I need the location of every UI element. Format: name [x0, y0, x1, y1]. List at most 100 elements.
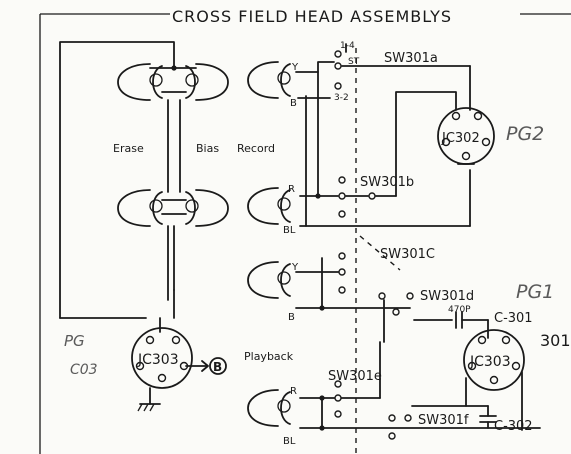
- switch-contact: [378, 292, 386, 300]
- erase-pole-bottom: [149, 199, 163, 213]
- jc302-pin: [451, 111, 461, 121]
- wire-to-jc302: [395, 91, 457, 197]
- switch-contact: [338, 286, 346, 294]
- jc303-left-label: JC303: [137, 352, 179, 368]
- switch-contact: [368, 192, 376, 200]
- switch-contact: [338, 252, 346, 260]
- junction: [319, 395, 325, 401]
- jc303-left-pin: [157, 373, 167, 383]
- record-head-top: [247, 61, 291, 225]
- switch-contact: [334, 82, 342, 90]
- jc303-left-pin: [171, 335, 181, 345]
- switch-contact: [388, 432, 396, 440]
- switch-contact: [388, 414, 396, 422]
- wire-bl-top: BL: [283, 225, 296, 236]
- pos-st: ST: [348, 57, 360, 67]
- ground-hatch: [143, 403, 149, 412]
- junction: [319, 425, 325, 431]
- switch-contact: [392, 308, 400, 316]
- jc303-right-pin: [477, 335, 487, 345]
- wire-y-top: Y: [291, 62, 299, 73]
- code-left-label: C03: [70, 362, 98, 378]
- pg2-label: PG2: [506, 123, 544, 145]
- sw301e-switch: [334, 341, 381, 418]
- wire-bl-bottom: BL: [283, 436, 296, 447]
- playback-head: [247, 261, 291, 427]
- junction: [319, 305, 325, 311]
- switch-contact: [334, 380, 342, 388]
- record-pole-bottom: [277, 197, 291, 211]
- sw301f-switch: [388, 405, 489, 440]
- ground-hatch: [137, 403, 143, 412]
- erase-bias-heads: [117, 63, 229, 291]
- jc303-right-connector: [463, 329, 525, 391]
- pg1-label: PG1: [516, 281, 554, 303]
- sw301b-switch: [338, 176, 397, 218]
- playback-label: Playback: [244, 350, 294, 363]
- jc303-right-body: [463, 329, 525, 391]
- pos-1-4: 1-4: [340, 41, 355, 51]
- jc302-connector: [437, 107, 495, 165]
- erase-coil-top-left: [117, 63, 151, 101]
- jc303-right-pin: [511, 361, 521, 371]
- jc302-pin: [441, 137, 451, 147]
- jc303-right-pin: [501, 335, 511, 345]
- c301-label: C-301: [494, 311, 533, 326]
- bias-pole-bottom: [185, 199, 199, 213]
- switch-contact: [338, 176, 346, 184]
- wire-r-top: R: [288, 184, 295, 195]
- sw301d-switch: [378, 292, 453, 343]
- jc303-left-connector: [131, 327, 193, 389]
- jc303-right-pin: [467, 361, 477, 371]
- switch-contact: [404, 414, 412, 422]
- playback-core-bottom: [280, 391, 291, 425]
- erase-core-bottom: [152, 191, 163, 225]
- switch-contact: [334, 394, 342, 402]
- diagram-title: CROSS FIELD HEAD ASSEMBLYS: [172, 7, 452, 26]
- sw301a-label: SW301a: [384, 51, 438, 66]
- terminal-b-label: B: [213, 360, 222, 374]
- switch-contact: [334, 410, 342, 418]
- playback-pole-bottom: [277, 399, 291, 413]
- junction: [315, 193, 321, 199]
- jc303-right-label: JC303: [469, 354, 511, 370]
- ground-hatch: [149, 403, 155, 412]
- record-core: [280, 63, 291, 97]
- switch-contact: [406, 292, 414, 300]
- record-y-wire: [295, 61, 335, 73]
- arrow-icon: [201, 360, 209, 372]
- record-pole: [277, 71, 291, 85]
- wire-r-bottom: R: [290, 386, 297, 397]
- erase-coil-bottom-left: [117, 189, 151, 227]
- erase-label: Erase: [113, 142, 144, 155]
- switch-contact: [334, 50, 342, 58]
- jc302-pin: [473, 111, 483, 121]
- record-label: Record: [237, 142, 275, 155]
- jc303-left-body: [131, 327, 193, 389]
- playback-coil-bottom: [247, 389, 279, 427]
- switch-contact: [334, 62, 342, 70]
- outer-loop-wire: [59, 41, 175, 319]
- jc303-left-pin: [135, 361, 145, 371]
- bias-core-bottom: [185, 191, 196, 225]
- pg-left-label: PG: [64, 332, 85, 350]
- erase-pole-top: [149, 73, 163, 87]
- sw301a-switch: [334, 43, 471, 90]
- wire-y-bottom: Y: [291, 262, 299, 273]
- pos-3-2: 3-2: [334, 93, 349, 103]
- jc302-pin: [461, 151, 471, 161]
- edge-label: 301: [540, 331, 571, 350]
- switch-contact: [338, 268, 346, 276]
- switch-contact: [338, 210, 346, 218]
- sw301e-label: SW301e: [328, 369, 382, 384]
- sw301b-label: SW301b: [360, 175, 414, 190]
- wire-b-top: B: [290, 98, 297, 109]
- sw301d-label: SW301d: [420, 289, 474, 304]
- record-coil: [247, 61, 279, 99]
- terminal-b-circle: [209, 357, 227, 375]
- switch-contact: [338, 192, 346, 200]
- wire-b-bottom: B: [288, 312, 295, 323]
- record-coil-bottom: [247, 187, 279, 225]
